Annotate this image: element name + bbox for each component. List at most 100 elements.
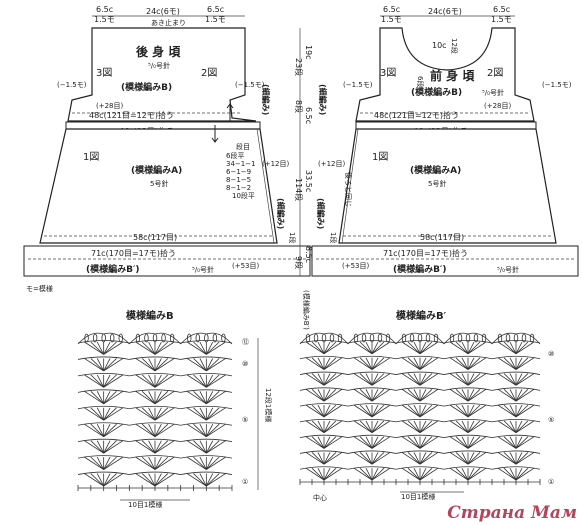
stitch bbox=[103, 423, 117, 437]
picot bbox=[118, 333, 123, 343]
stitch bbox=[205, 424, 214, 437]
stitch bbox=[193, 407, 207, 421]
front-note-rl: 後ろと同じ bbox=[344, 172, 353, 207]
stitch bbox=[515, 373, 523, 386]
stitch bbox=[141, 423, 156, 437]
stitch bbox=[449, 452, 469, 465]
stitch bbox=[96, 456, 105, 470]
stitch bbox=[497, 436, 517, 449]
picot bbox=[84, 333, 89, 343]
stitch bbox=[323, 341, 337, 355]
stitch bbox=[461, 436, 469, 449]
picot bbox=[221, 333, 226, 343]
front-top-right-width: 6.5c bbox=[493, 5, 510, 14]
stitch bbox=[323, 341, 331, 354]
chain-arc bbox=[491, 450, 541, 454]
chain-arc bbox=[180, 389, 233, 393]
stitch bbox=[365, 436, 373, 449]
stitch bbox=[353, 452, 373, 465]
chain-arc bbox=[347, 355, 397, 360]
stitch bbox=[461, 341, 469, 354]
back-inc-left: (−1.5モ) bbox=[57, 81, 87, 89]
stitch bbox=[467, 420, 487, 434]
stitch bbox=[467, 373, 487, 386]
stitch bbox=[141, 407, 156, 421]
stitch bbox=[371, 468, 379, 481]
stitch bbox=[509, 341, 517, 354]
stitch bbox=[515, 467, 535, 481]
stitch bbox=[323, 357, 331, 370]
stitch bbox=[323, 357, 343, 370]
stitch bbox=[317, 452, 325, 465]
stitch bbox=[455, 467, 469, 481]
stitch bbox=[401, 467, 421, 481]
chain-arc bbox=[299, 340, 349, 344]
stitch bbox=[401, 341, 421, 355]
stitch bbox=[515, 436, 535, 449]
stitch bbox=[419, 373, 427, 386]
picot bbox=[92, 333, 98, 343]
chain-arc bbox=[491, 355, 541, 360]
front-inc12: (+12目) bbox=[318, 160, 346, 168]
back-arrow-down-head bbox=[211, 137, 219, 143]
stitch bbox=[401, 452, 421, 465]
stitch bbox=[467, 468, 475, 481]
front-row-1: 1段 bbox=[329, 232, 338, 243]
stitch bbox=[103, 358, 124, 372]
stitch bbox=[515, 404, 523, 418]
chain-arc bbox=[299, 434, 349, 439]
picot bbox=[187, 333, 192, 343]
stitch bbox=[419, 436, 427, 449]
picot bbox=[449, 333, 455, 343]
stitch bbox=[503, 341, 517, 355]
stitch bbox=[206, 423, 220, 437]
stitch bbox=[515, 436, 529, 449]
stitch bbox=[90, 473, 104, 487]
stitch bbox=[497, 341, 517, 355]
chain-arc bbox=[77, 405, 130, 410]
chain-arc bbox=[180, 356, 233, 360]
stitch bbox=[401, 404, 421, 418]
stitch bbox=[206, 358, 226, 372]
center-rot-note: (模様編みB′) bbox=[302, 290, 311, 330]
back-schedule-header: 段目 bbox=[236, 142, 250, 151]
front-top-left-mo: 1.5モ bbox=[381, 15, 402, 24]
stitch bbox=[467, 436, 481, 449]
stitch bbox=[407, 404, 421, 418]
stitch bbox=[467, 404, 475, 418]
chain-arc bbox=[347, 340, 397, 344]
stitch bbox=[103, 440, 117, 454]
stitch bbox=[365, 389, 373, 402]
stitch bbox=[148, 473, 156, 487]
stitch bbox=[353, 404, 373, 418]
stitch bbox=[154, 391, 162, 404]
stitch bbox=[96, 407, 105, 421]
stitch bbox=[148, 341, 156, 355]
stitch bbox=[413, 389, 421, 402]
stitch bbox=[419, 373, 439, 386]
stitch bbox=[509, 389, 517, 402]
chain-arc bbox=[77, 372, 130, 377]
stitch bbox=[103, 473, 117, 487]
stitch bbox=[84, 374, 104, 388]
stitch bbox=[371, 373, 385, 386]
stitch bbox=[103, 390, 124, 405]
stitch bbox=[206, 374, 220, 388]
stitch bbox=[503, 467, 517, 481]
stitch bbox=[413, 420, 421, 433]
stitch bbox=[317, 341, 325, 354]
back-top-mid-width: 24c(6モ) bbox=[146, 7, 180, 16]
stitch bbox=[154, 374, 162, 388]
front-top-left-width: 6.5c bbox=[383, 5, 400, 14]
chain-arc bbox=[491, 387, 541, 391]
picot bbox=[425, 333, 431, 343]
stitch bbox=[323, 404, 337, 418]
front-title: 前 身 頃 bbox=[430, 68, 475, 83]
stitch bbox=[467, 388, 487, 402]
stitch bbox=[186, 440, 207, 454]
stitch bbox=[323, 468, 331, 481]
stitch bbox=[206, 423, 226, 438]
stitch bbox=[449, 404, 469, 418]
stitch bbox=[413, 436, 421, 449]
stitch bbox=[359, 404, 373, 418]
